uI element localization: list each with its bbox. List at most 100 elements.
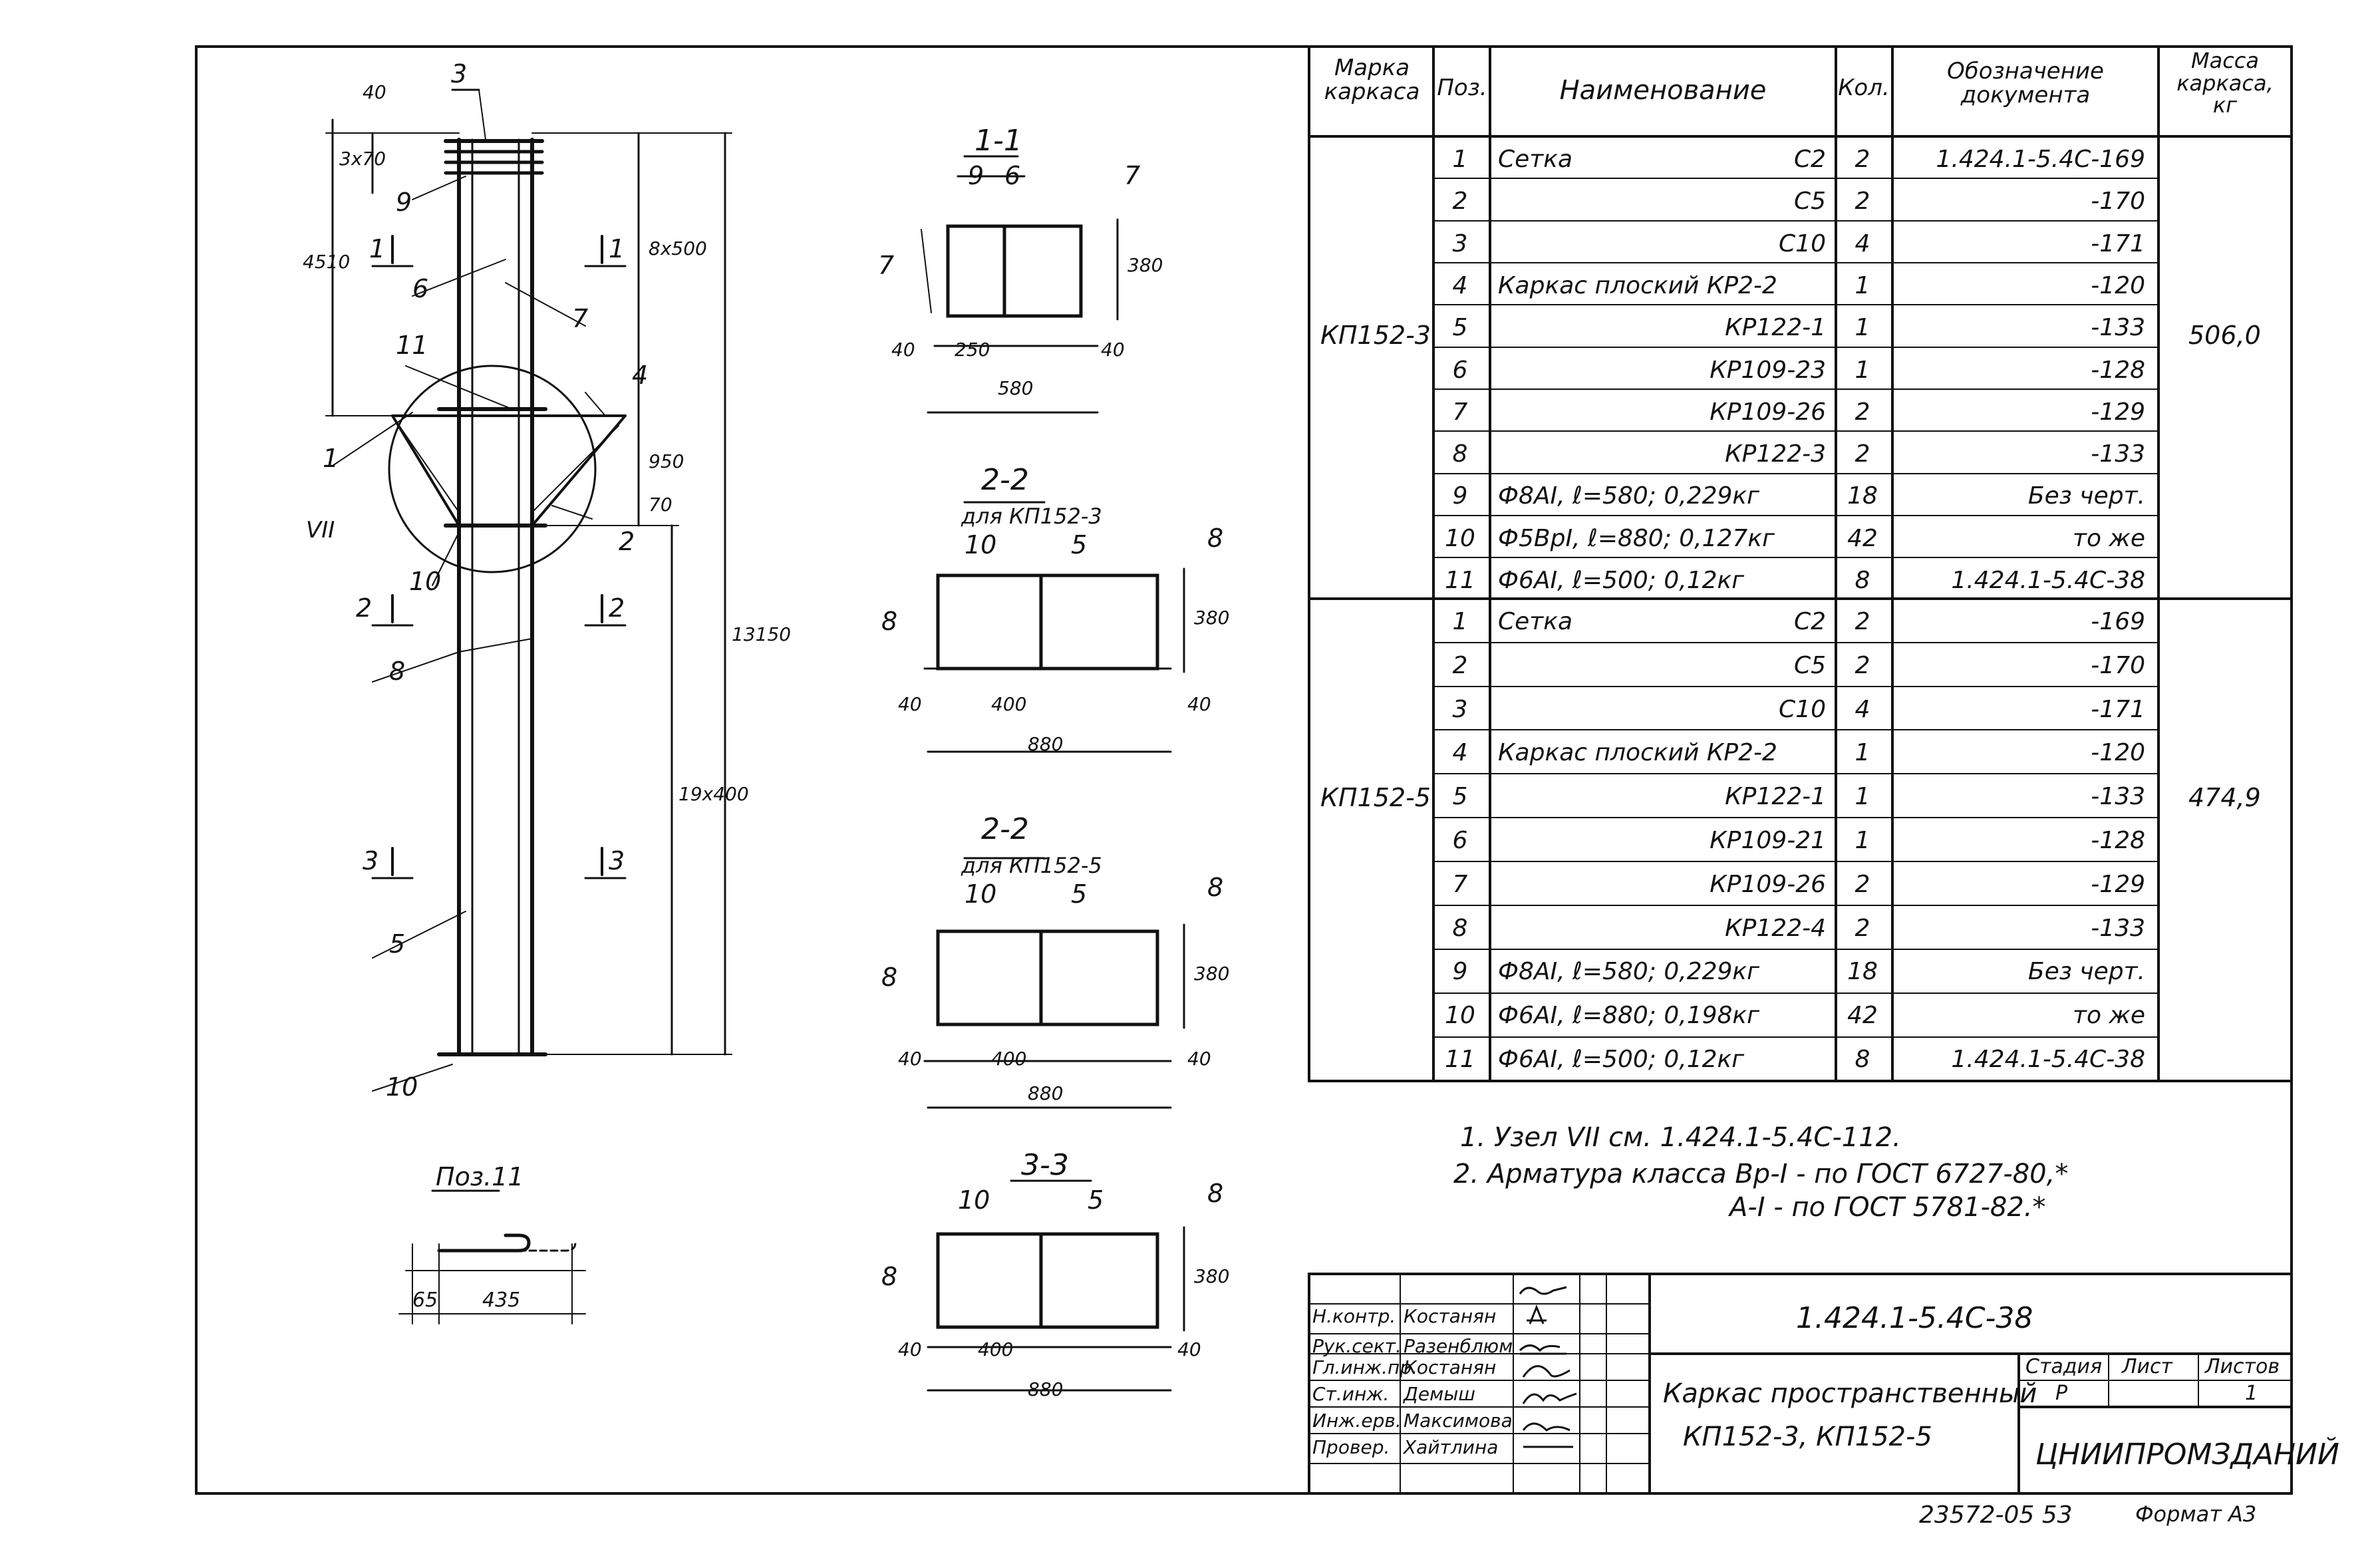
sheet-frame (195, 45, 2293, 1495)
node-vii-label: VII (306, 517, 335, 543)
section-mark-3-left: 3 (363, 846, 379, 875)
spec-row-pos: 9 (1452, 958, 1468, 986)
spec-row-doc: Без черт. (2027, 482, 2145, 510)
spec-row-pos: 9 (1452, 482, 1468, 510)
spec-row-pos: 5 (1452, 314, 1468, 342)
spec-row-pos: 1 (1452, 146, 1468, 173)
spec-row-code: КР109-26 (1710, 398, 1826, 426)
section3-dim-total: 880 (1028, 1378, 1064, 1400)
spec-row-qty: 2 (1855, 914, 1870, 942)
callout-8: 8 (389, 657, 406, 686)
spec-row-name: Ф6АI, ℓ=500; 0,12кг (1498, 567, 1745, 594)
spec-row-code: КР122-1 (1725, 783, 1826, 811)
spec-row-code: С5 (1793, 651, 1826, 679)
section2a-dim-right: 40 (1187, 693, 1211, 715)
tb-person-name: Костанян (1404, 1305, 1497, 1327)
section1-label-6: 6 (1004, 161, 1021, 190)
callout-11: 11 (396, 331, 428, 360)
pos11-dim-b: 435 (482, 1289, 521, 1312)
section2a-dim-left: 40 (898, 693, 922, 715)
tb-stage-value: Р (2055, 1382, 2068, 1405)
callout-2: 2 (619, 527, 635, 556)
spec-row-name: Ф5ВрI, ℓ=880; 0,127кг (1498, 524, 1775, 552)
section2b-dim-right: 40 (1187, 1048, 1211, 1070)
spec-row-qty: 1 (1855, 827, 1870, 854)
spec-header-mark: Марка каркаса (1324, 55, 1420, 105)
tb-title-1: Каркас пространственный (1663, 1378, 2037, 1409)
spec-row-qty: 1 (1855, 314, 1870, 342)
footer-number: 23572-05 53 (1919, 1501, 2073, 1529)
tb-role: Инж.ерв. (1312, 1410, 1402, 1432)
callout-1: 1 (323, 444, 339, 473)
spec-row-name: Ф8АI, ℓ=580; 0,229кг (1498, 482, 1760, 510)
section3-dim-mid: 400 (978, 1338, 1014, 1360)
spec-row-pos: 1 (1452, 608, 1468, 635)
spec-header-qty: Кол. (1838, 75, 1890, 101)
spec-group2-mark: КП152-5 (1320, 783, 1431, 812)
spec-header-mass: Масса каркаса, кг (2176, 48, 2274, 118)
spec-row-doc: Без черт. (2027, 958, 2145, 986)
spec-header-name: Наименование (1559, 75, 1767, 106)
spec-row-pos: 11 (1445, 1046, 1475, 1073)
spec-row-doc: -170 (2091, 188, 2145, 216)
spec-row-pos: 7 (1452, 398, 1468, 426)
spec-row-name: Ф6АI, ℓ=880; 0,198кг (1498, 1002, 1760, 1030)
spec-row-code: КР109-23 (1710, 356, 1826, 384)
tb-role: Рук.сект. (1312, 1335, 1402, 1357)
spec-row-qty: 2 (1855, 608, 1870, 635)
tb-person-name: Хайтлина (1404, 1436, 1499, 1458)
section2a-label-10: 10 (965, 530, 997, 559)
spec-row-code: С10 (1779, 695, 1826, 723)
pos11-dim-a: 65 (412, 1289, 438, 1312)
dim-70: 70 (649, 494, 672, 516)
pos11-title: Поз.11 (436, 1162, 524, 1191)
section2b-label-5: 5 (1071, 879, 1088, 909)
section-2-2-kp152-5 (923, 857, 1185, 1109)
spec-row-code: С10 (1779, 230, 1826, 257)
section1-dim-left: 40 (891, 339, 915, 361)
section3-dim-left: 40 (898, 1338, 922, 1360)
note-1: 1. Узел VII см. 1.424.1-5.4С-112. (1460, 1122, 1901, 1153)
callout-6: 6 (412, 274, 429, 303)
tb-sheet-label: Лист (2122, 1355, 2173, 1378)
section-2-2-kp152-3 (923, 501, 1185, 753)
section2a-label-8r: 8 (1207, 524, 1224, 553)
section3-label-8l: 8 (881, 1262, 898, 1291)
spec-row-doc: -120 (2091, 739, 2145, 767)
section2b-label-10: 10 (965, 879, 997, 909)
spec-group2-mass: 474,9 (2188, 783, 2261, 812)
section3-label-5: 5 (1088, 1185, 1104, 1215)
spec-row-qty: 18 (1847, 958, 1878, 986)
spec-row-pos: 2 (1452, 188, 1468, 216)
spec-row-code: С2 (1793, 608, 1826, 635)
spec-row-code: С5 (1793, 188, 1826, 216)
node-vii-circle (388, 365, 597, 573)
section1-title: 1-1 (974, 124, 1022, 158)
tb-role: Ст.инж. (1312, 1383, 1390, 1405)
tb-role: Н.контр. (1312, 1305, 1396, 1327)
tb-org: ЦНИИПРОМЗДАНИЙ (2035, 1438, 2339, 1471)
spec-row-pos: 7 (1452, 870, 1468, 898)
section1-label-9: 9 (968, 161, 984, 190)
column-elevation (325, 88, 732, 1092)
callout-4: 4 (632, 361, 649, 390)
spec-row-qty: 4 (1855, 695, 1870, 723)
spec-row-doc: -171 (2091, 230, 2145, 257)
spec-row-pos: 2 (1452, 651, 1468, 679)
spec-row-doc: -129 (2091, 870, 2145, 898)
spec-row-doc: -133 (2091, 440, 2145, 468)
dim-8x500: 8x500 (649, 237, 707, 259)
callout-10-lower: 10 (386, 1072, 418, 1102)
section1-dim-right: 40 (1101, 339, 1125, 361)
spec-header-pos: Поз. (1437, 75, 1487, 101)
section-mark-1-left: 1 (369, 234, 386, 263)
tb-person-name: Костанян (1404, 1356, 1497, 1378)
spec-group1-mark: КП152-3 (1320, 321, 1431, 350)
spec-row-code: КР122-1 (1725, 314, 1826, 342)
section2b-dim-total: 880 (1028, 1082, 1064, 1104)
spec-row-pos: 4 (1452, 271, 1468, 299)
dim-4510: 4510 (303, 251, 351, 273)
callout-3: 3 (451, 59, 468, 88)
spec-row-doc: -171 (2091, 695, 2145, 723)
spec-row-code: КР109-21 (1710, 827, 1826, 854)
